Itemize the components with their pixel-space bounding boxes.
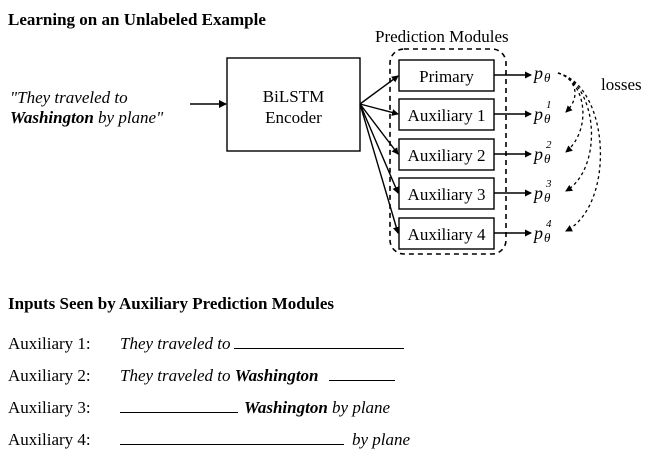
svg-text:θ: θ — [544, 70, 551, 85]
module-primary: Primary — [398, 59, 495, 92]
inputs-section-title-text: Inputs Seen by Auxiliary Prediction Modu… — [8, 294, 335, 313]
encoder-box — [226, 57, 361, 152]
svg-text:θ: θ — [544, 190, 551, 205]
arrow-to-auxiliary-3 — [359, 103, 399, 194]
svg-text:θ: θ — [544, 151, 551, 166]
input-sentence-bold-word: Washington — [10, 108, 94, 127]
aux-row-2-text: They traveled to Washington — [120, 366, 395, 386]
loss-curve-2 — [557, 72, 584, 153]
arrow-to-auxiliary-1 — [359, 103, 399, 116]
module-auxiliary-1-label: Auxiliary 1 — [408, 106, 486, 125]
module-auxiliary-3-label: Auxiliary 3 — [408, 185, 486, 204]
diagram-title: Learning on an Unlabeled Example — [8, 10, 266, 29]
aux-row-3-blank — [120, 398, 238, 413]
svg-text:2: 2 — [546, 139, 552, 151]
module-auxiliary-1: Auxiliary 1 — [398, 98, 495, 131]
diagram: Learning on an Unlabeled Example Predict… — [8, 10, 642, 255]
loss-curve-1 — [557, 72, 576, 113]
svg-text:4: 4 — [546, 218, 552, 230]
output-p-theta-3: p θ 3 — [532, 178, 552, 205]
svg-text:p: p — [532, 63, 543, 83]
aux-row-1-label: Auxiliary 1: — [8, 334, 91, 353]
aux-row-2-label: Auxiliary 2: — [8, 366, 91, 385]
loss-curve-3 — [557, 72, 593, 192]
svg-text:p: p — [532, 223, 543, 243]
losses-label: losses — [601, 75, 642, 94]
output-p-theta-4: p θ 4 — [532, 218, 552, 245]
aux-row-4-blank — [120, 430, 344, 445]
aux-row-4: Auxiliary 4: by plane — [8, 430, 428, 452]
output-p-theta: p θ — [532, 63, 551, 85]
module-auxiliary-3: Auxiliary 3 — [398, 177, 495, 210]
svg-text:p: p — [532, 183, 543, 203]
svg-text:p: p — [532, 144, 543, 164]
module-auxiliary-2: Auxiliary 2 — [398, 138, 495, 171]
aux-row-4-label: Auxiliary 4: — [8, 430, 91, 449]
svg-text:θ: θ — [544, 111, 551, 126]
arrow-to-auxiliary-4 — [359, 103, 400, 234]
aux-row-1-text: They traveled to — [120, 334, 405, 354]
arrow-to-auxiliary-2 — [359, 103, 399, 155]
output-p-theta-2: p θ 2 — [532, 139, 552, 166]
aux-row-4-text: by plane — [120, 430, 410, 450]
aux-row-2: Auxiliary 2: They traveled to Washington — [8, 366, 428, 388]
input-sentence-line2-rest: by plane" — [94, 108, 164, 127]
aux-row-3-text: Washington by plane — [120, 398, 390, 418]
encoder-to-module-arrows — [359, 75, 400, 234]
aux-row-2-blank — [328, 366, 395, 381]
input-sentence-line1: "They traveled to — [10, 88, 128, 107]
arrow-to-primary — [359, 75, 399, 105]
svg-text:p: p — [532, 104, 543, 124]
output-p-theta-1: p θ 1 — [532, 99, 552, 126]
aux-row-3-label: Auxiliary 3: — [8, 398, 91, 417]
module-auxiliary-2-label: Auxiliary 2 — [408, 146, 486, 165]
aux-row-3: Auxiliary 3: Washington by plane — [8, 398, 428, 420]
module-auxiliary-4: Auxiliary 4 — [398, 217, 495, 250]
loss-curve-4 — [557, 72, 601, 232]
svg-text:θ: θ — [544, 230, 551, 245]
prediction-modules-label: Prediction Modules — [375, 27, 509, 46]
aux-row-1-blank — [234, 334, 405, 349]
module-to-output-arrows — [494, 71, 532, 237]
module-primary-label: Primary — [419, 67, 474, 86]
module-auxiliary-4-label: Auxiliary 4 — [408, 225, 486, 244]
svg-text:3: 3 — [545, 178, 552, 190]
svg-text:1: 1 — [546, 99, 552, 111]
prediction-modules-group — [389, 48, 507, 255]
loss-curves — [557, 72, 601, 232]
aux-row-1: Auxiliary 1: They traveled to — [8, 334, 428, 356]
encoder-label-line2: Encoder — [265, 108, 322, 127]
encoder-label-line1: BiLSTM — [263, 87, 324, 106]
input-sentence-line2: Washington by plane" — [10, 108, 164, 127]
